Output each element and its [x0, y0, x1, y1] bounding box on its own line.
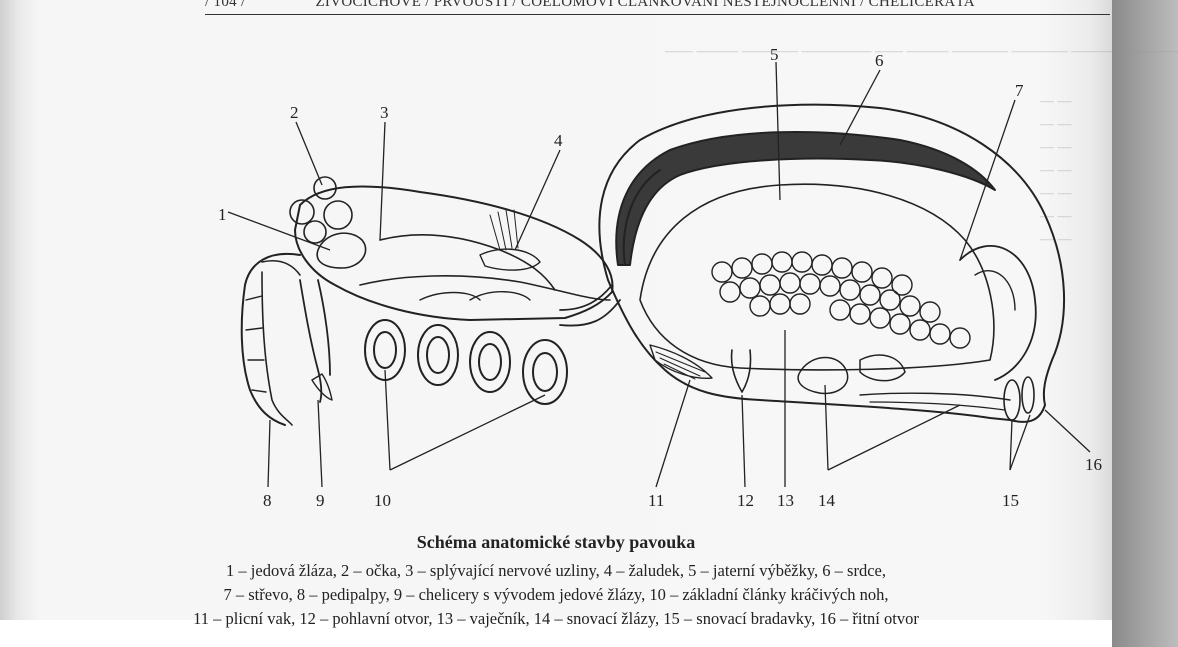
label-15: 15 [1002, 491, 1019, 510]
label-12: 12 [737, 491, 754, 510]
caption-line-3: 11 – plicní vak, 12 – pohlavní otvor, 13… [0, 609, 1112, 629]
genital-opening [732, 350, 751, 392]
label-9: 9 [316, 491, 325, 510]
pedipalp [242, 254, 300, 425]
stomach [480, 249, 540, 270]
label-14: 14 [818, 491, 836, 510]
label-4: 4 [554, 131, 563, 150]
label-16: 16 [1085, 455, 1102, 474]
ovary-eggs [712, 252, 970, 348]
label-6: 6 [875, 51, 884, 70]
caption-line-2: 7 – střevo, 8 – pedipalpy, 9 – chelicery… [0, 585, 1112, 605]
label-1: 1 [218, 205, 227, 224]
label-13: 13 [777, 491, 794, 510]
caption-line-1: 1 – jedová žláza, 2 – očka, 3 – splývají… [0, 561, 1112, 581]
leader-lines [228, 62, 1090, 487]
label-5: 5 [770, 45, 779, 64]
label-2: 2 [290, 103, 299, 122]
heart-outline [616, 132, 995, 265]
label-7: 7 [1015, 81, 1024, 100]
label-3: 3 [380, 103, 389, 122]
caption-title: Schéma anatomické stavby pavouka [0, 532, 1112, 553]
cephalothorax-outline [295, 186, 613, 320]
label-11: 11 [648, 491, 664, 510]
spinning-glands [798, 357, 848, 393]
label-10: 10 [374, 491, 391, 510]
label-8: 8 [263, 491, 272, 510]
leg-bases [365, 320, 567, 404]
